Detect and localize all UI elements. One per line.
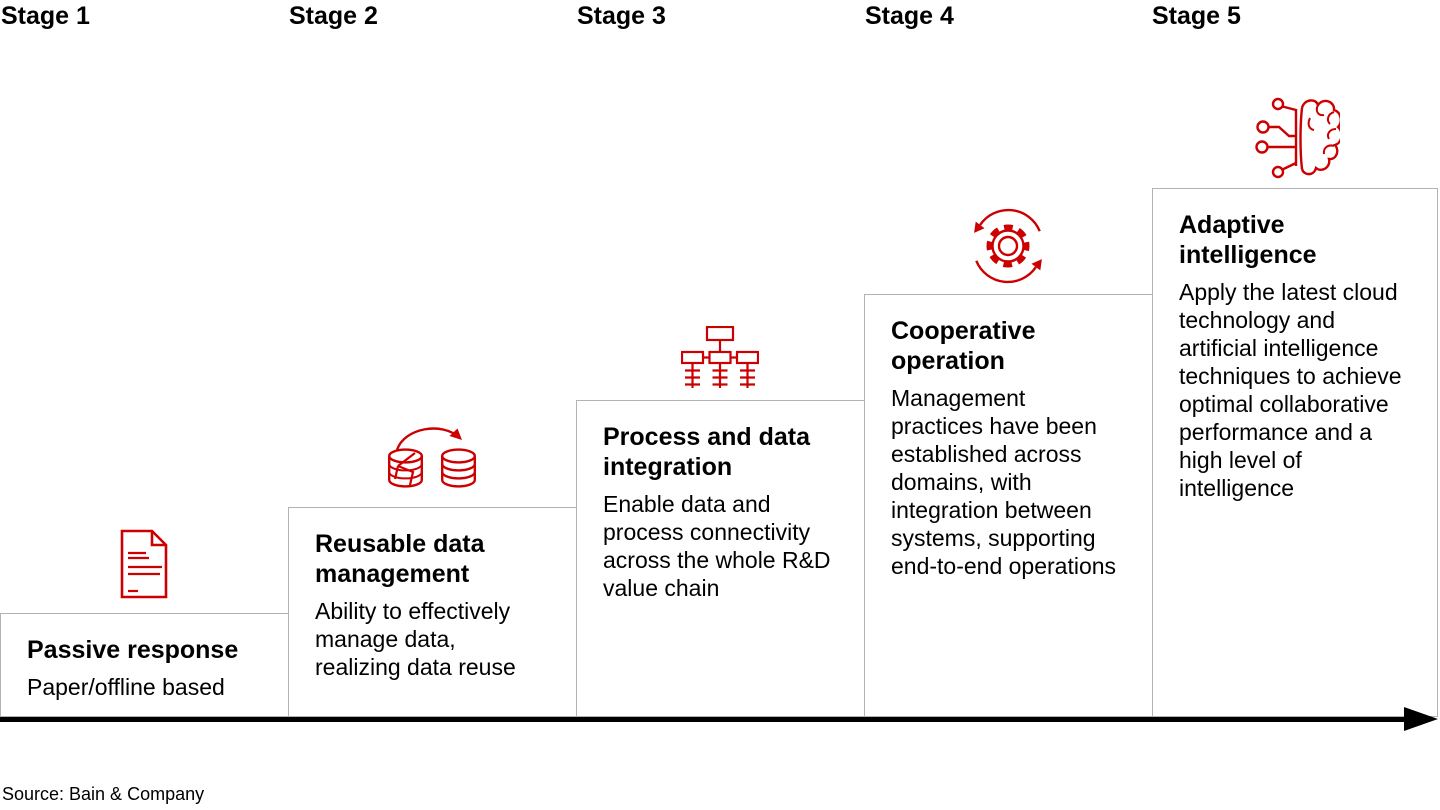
step-3-title: Process and data integration [603,423,811,481]
step-box-1: Passive response Paper/offline based [0,613,289,717]
stage-1-label: Stage 1 [1,2,90,30]
step-2-description: Ability to effectively manage data, real… [315,598,516,680]
stage-4-label: Stage 4 [865,2,954,30]
document-icon [118,528,170,600]
stage-2-label: Stage 2 [289,2,378,30]
step-4-title: Cooperative operation [891,317,1036,375]
org-chart-icon [681,326,759,390]
step-5-description: Apply the latest cloud technology and ar… [1179,279,1402,501]
step-box-4: Cooperative operation Management practic… [864,294,1153,717]
step-3-description: Enable data and process connectivity acr… [603,491,831,601]
stage-3-label: Stage 3 [577,2,666,30]
maturity-axis-line [0,717,1412,722]
step-5-title: Adaptive intelligence [1179,211,1317,269]
source-note: Source: Bain & Company [2,784,205,804]
gear-cycle-icon [969,208,1047,284]
step-1-description: Paper/offline based [27,674,225,700]
database-transfer-icon [388,423,476,493]
step-box-2: Reusable data management Ability to effe… [288,507,577,717]
step-1-title: Passive response [27,636,239,664]
step-2-title: Reusable data management [315,530,485,588]
step-box-5: Adaptive intelligence Apply the latest c… [1152,188,1438,717]
stage-5-label: Stage 5 [1152,2,1241,30]
brain-circuit-icon [1252,96,1340,180]
maturity-axis-arrowhead [1404,707,1438,731]
step-box-3: Process and data integration Enable data… [576,400,865,717]
step-4-description: Management practices have been establish… [891,385,1117,579]
